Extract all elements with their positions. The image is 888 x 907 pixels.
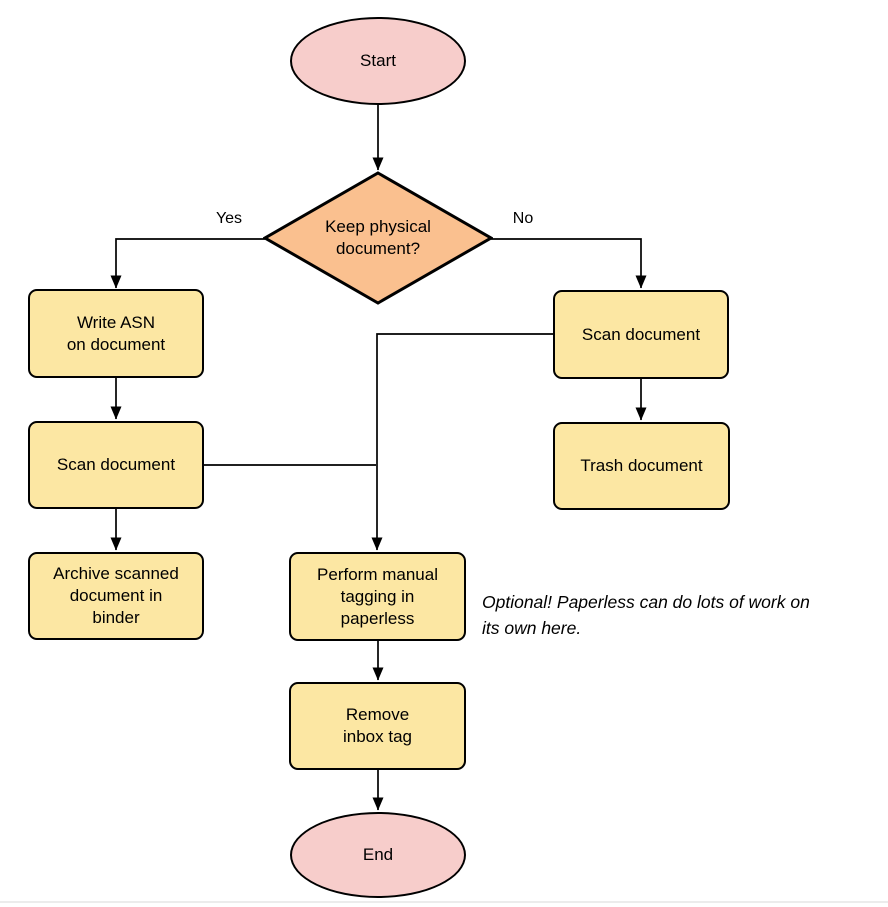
bottom-divider bbox=[0, 901, 888, 903]
node-archive-label: Archive scanned document in binder bbox=[53, 564, 179, 627]
edge-label-yes: Yes bbox=[215, 210, 243, 227]
decision-diamond-shape bbox=[263, 171, 493, 305]
edge-decision-yes-to-write-asn bbox=[110, 238, 265, 289]
edge-label-no: No bbox=[512, 210, 534, 227]
node-perform-manual-tagging: Perform manual tagging in paperless bbox=[289, 552, 466, 641]
node-scan-document-left-label: Scan document bbox=[56, 455, 176, 474]
node-start-label: Start bbox=[360, 51, 396, 70]
node-end: End bbox=[290, 812, 466, 898]
node-scan-document-right-label: Scan document bbox=[581, 324, 701, 344]
edge-scan-right-to-perform-tagging bbox=[371, 333, 553, 551]
node-decision-label: Keep physical document? bbox=[325, 217, 431, 258]
node-scan-document-right: Scan document bbox=[553, 290, 729, 379]
node-remove-inbox-tag: Remove inbox tag bbox=[289, 682, 466, 770]
node-decision: Keep physical document? bbox=[263, 171, 493, 305]
node-remove-inbox-label: Remove inbox tag bbox=[343, 705, 412, 746]
node-start: Start bbox=[290, 17, 466, 105]
node-write-asn-on-document: Write ASN on document bbox=[28, 289, 204, 378]
optional-note-text: Optional! Paperless can do lots of work … bbox=[482, 592, 810, 638]
edge-decision-no-to-scan-right bbox=[491, 238, 647, 289]
node-trash-document: Trash document bbox=[553, 422, 730, 510]
node-archive-scanned-document: Archive scanned document in binder bbox=[28, 552, 204, 640]
node-scan-document-left: Scan document bbox=[28, 421, 204, 509]
node-perform-tagging-label: Perform manual tagging in paperless bbox=[317, 564, 438, 628]
node-trash-label: Trash document bbox=[580, 456, 703, 475]
node-write-asn-label: Write ASN on document bbox=[66, 312, 166, 354]
node-end-label: End bbox=[362, 845, 394, 864]
